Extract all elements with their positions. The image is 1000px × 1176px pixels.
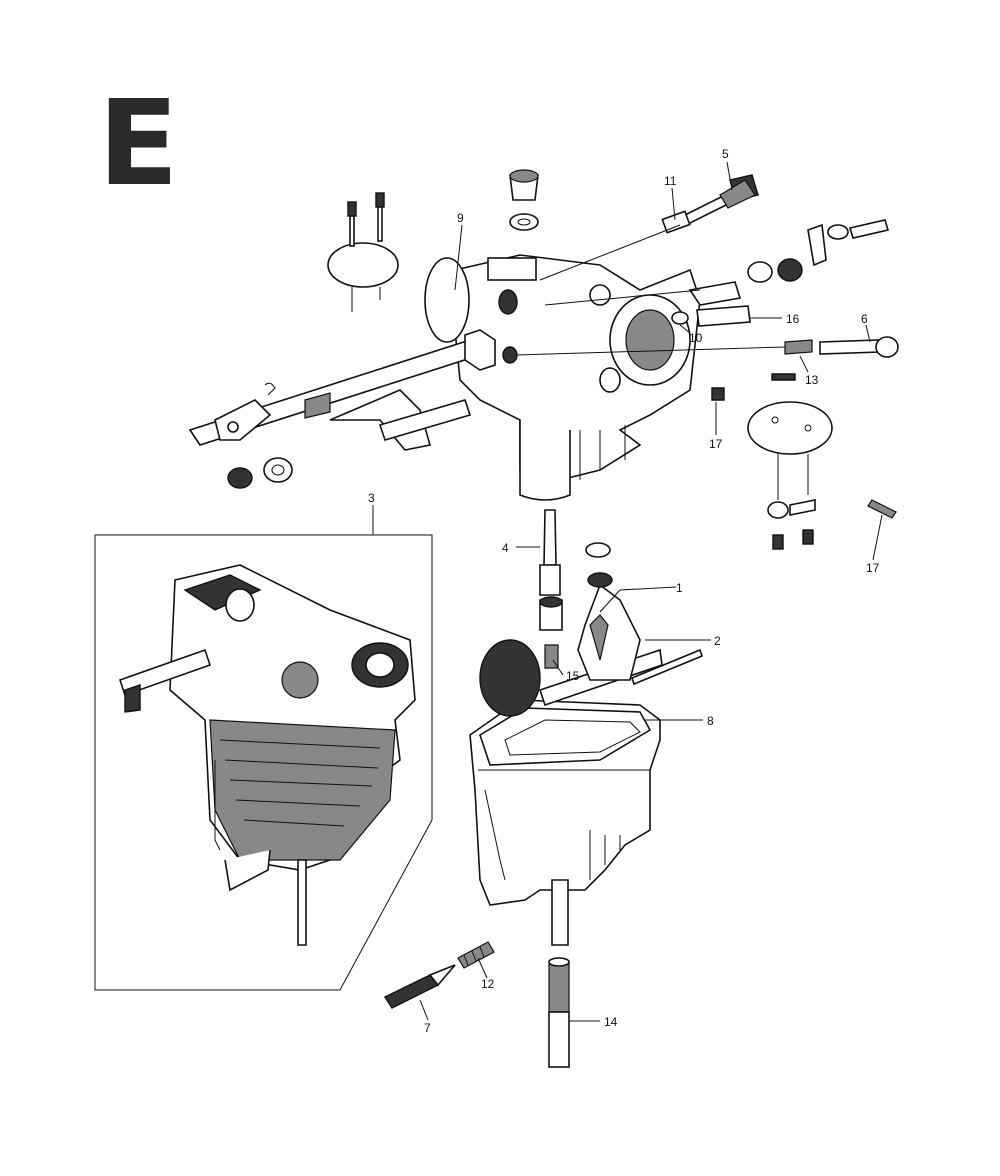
float-pin <box>631 648 703 686</box>
throttle-stop-screw <box>719 179 756 209</box>
callout-16: 16 <box>786 312 800 326</box>
callout-labels: 1 2 3 4 5 6 7 8 9 10 11 12 13 14 15 16 1… <box>368 147 880 1035</box>
section-letter: E <box>98 74 179 212</box>
callout-8: 8 <box>707 714 714 728</box>
callout-12: 12 <box>481 977 495 991</box>
callout-4: 4 <box>502 541 509 555</box>
top-plug-and-washer <box>509 169 539 231</box>
callout-6: 6 <box>861 312 868 326</box>
left-cover-plate <box>327 192 399 312</box>
callout-7: 7 <box>424 1021 431 1035</box>
callout-2: 2 <box>714 634 721 648</box>
callout-9: 9 <box>457 211 464 225</box>
callout-10: 10 <box>689 331 703 345</box>
right-side-fasteners <box>661 174 899 550</box>
callout-13: 13 <box>805 373 819 387</box>
float-chamber-gasket-ring <box>424 257 470 343</box>
float-and-needle-valve <box>479 572 663 717</box>
callout-15: 15 <box>566 669 580 683</box>
callout-3: 3 <box>368 491 375 505</box>
callout-11: 11 <box>664 174 677 188</box>
float-chamber-lower <box>469 699 661 946</box>
callout-5: 5 <box>722 147 729 161</box>
callout-14: 14 <box>604 1015 618 1029</box>
pilot-screw-and-spring <box>383 941 495 1009</box>
carburetor-upper-body <box>454 254 701 501</box>
assembled-carburetor-inset <box>94 534 433 991</box>
callout-1: 1 <box>676 581 683 595</box>
callout-17-upper: 17 <box>709 437 723 451</box>
leader-lines <box>372 161 883 1022</box>
overflow-pipe <box>548 957 570 1068</box>
emulsion-tube <box>539 509 611 596</box>
callout-17-lower: 17 <box>866 561 880 575</box>
